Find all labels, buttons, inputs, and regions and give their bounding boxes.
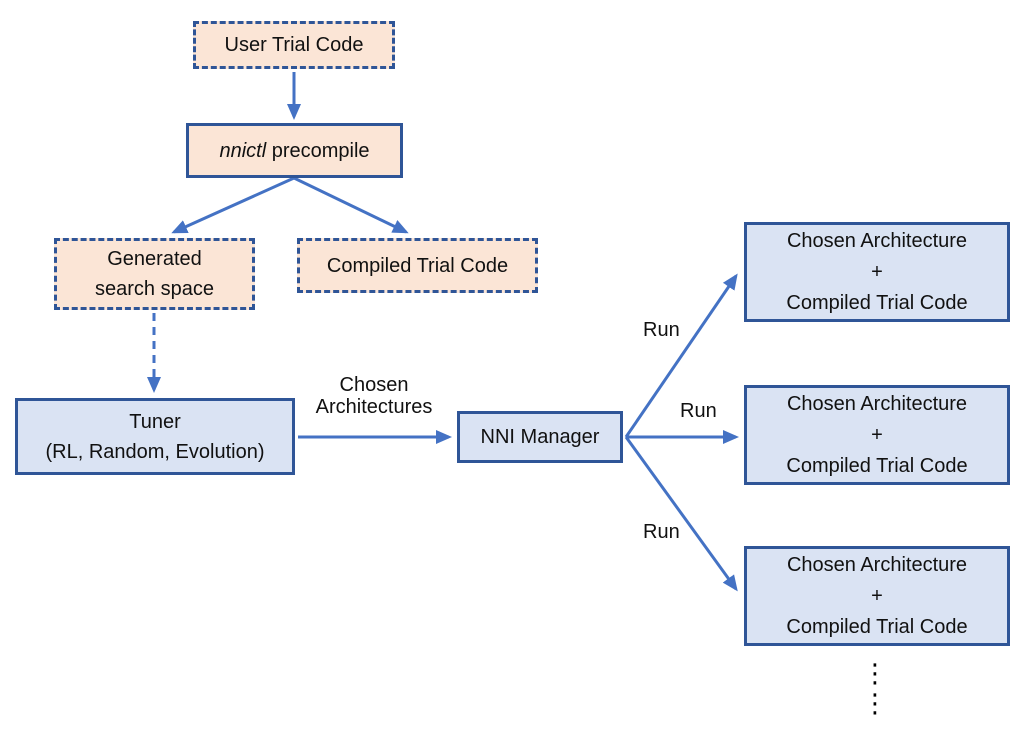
edge-label-chosen-architectures: Chosen Architectures xyxy=(300,374,448,419)
nnictl-command-text: nnictl xyxy=(219,139,267,162)
edge-label-run-3: Run xyxy=(643,521,680,543)
trial-result-1-line1: Chosen Architecture xyxy=(786,229,968,252)
node-generated-search-space-line1: Generated xyxy=(107,248,202,270)
node-compiled-trial-code-label: Compiled Trial Code xyxy=(326,254,509,277)
node-nnictl-precompile-label: nnictl precompile xyxy=(219,136,369,166)
trial-result-2-line1: Chosen Architecture xyxy=(786,392,968,415)
arrow-precompile-to-searchspace xyxy=(171,176,295,234)
trial-result-3-line1: Chosen Architecture xyxy=(786,553,968,576)
more-trials-ellipsis-top: ⋮ xyxy=(862,659,888,689)
node-trial-result-2: Chosen Architecture + Compiled Trial Cod… xyxy=(744,385,1010,485)
edge-label-run-1: Run xyxy=(643,319,680,341)
node-compiled-trial-code: Compiled Trial Code xyxy=(297,238,538,293)
trial-result-1-line3: Compiled Trial Code xyxy=(786,291,968,314)
edge-label-chosen-architectures-line1: Chosen xyxy=(339,374,409,396)
node-trial-result-3: Chosen Architecture + Compiled Trial Cod… xyxy=(744,546,1010,646)
precompile-text: precompile xyxy=(266,139,370,162)
trial-result-1-line2: + xyxy=(871,260,883,283)
node-trial-result-1: Chosen Architecture + Compiled Trial Cod… xyxy=(744,222,1010,322)
trial-result-2-line3: Compiled Trial Code xyxy=(786,454,968,477)
node-tuner-line1: Tuner xyxy=(129,410,181,433)
trial-result-3-line2: + xyxy=(871,584,883,607)
node-nni-manager: NNI Manager xyxy=(457,411,623,463)
more-trials-ellipsis-bottom: ⋮ xyxy=(862,688,888,719)
node-user-trial-code: User Trial Code xyxy=(193,21,395,69)
trial-result-2-line2: + xyxy=(871,423,883,446)
node-tuner-line2: (RL, Random, Evolution) xyxy=(45,440,265,463)
arrow-nnimanager-to-trial-1 xyxy=(624,273,738,438)
node-nni-manager-label: NNI Manager xyxy=(480,426,600,448)
edge-label-chosen-architectures-line2: Architectures xyxy=(315,396,433,419)
node-tuner: Tuner (RL, Random, Evolution) xyxy=(15,398,295,475)
node-user-trial-code-label: User Trial Code xyxy=(224,34,364,56)
arrow-precompile-to-compiledcode xyxy=(293,176,409,234)
node-nnictl-precompile: nnictl precompile xyxy=(186,123,403,178)
trial-result-3-line3: Compiled Trial Code xyxy=(786,615,968,638)
arrow-nnimanager-to-trial-3 xyxy=(624,436,738,592)
node-generated-search-space-line2: search space xyxy=(95,278,214,300)
edge-label-run-2: Run xyxy=(680,400,717,422)
more-trials-ellipsis: ⋮ ⋮ xyxy=(862,659,888,720)
node-generated-search-space: Generated search space xyxy=(54,238,255,310)
